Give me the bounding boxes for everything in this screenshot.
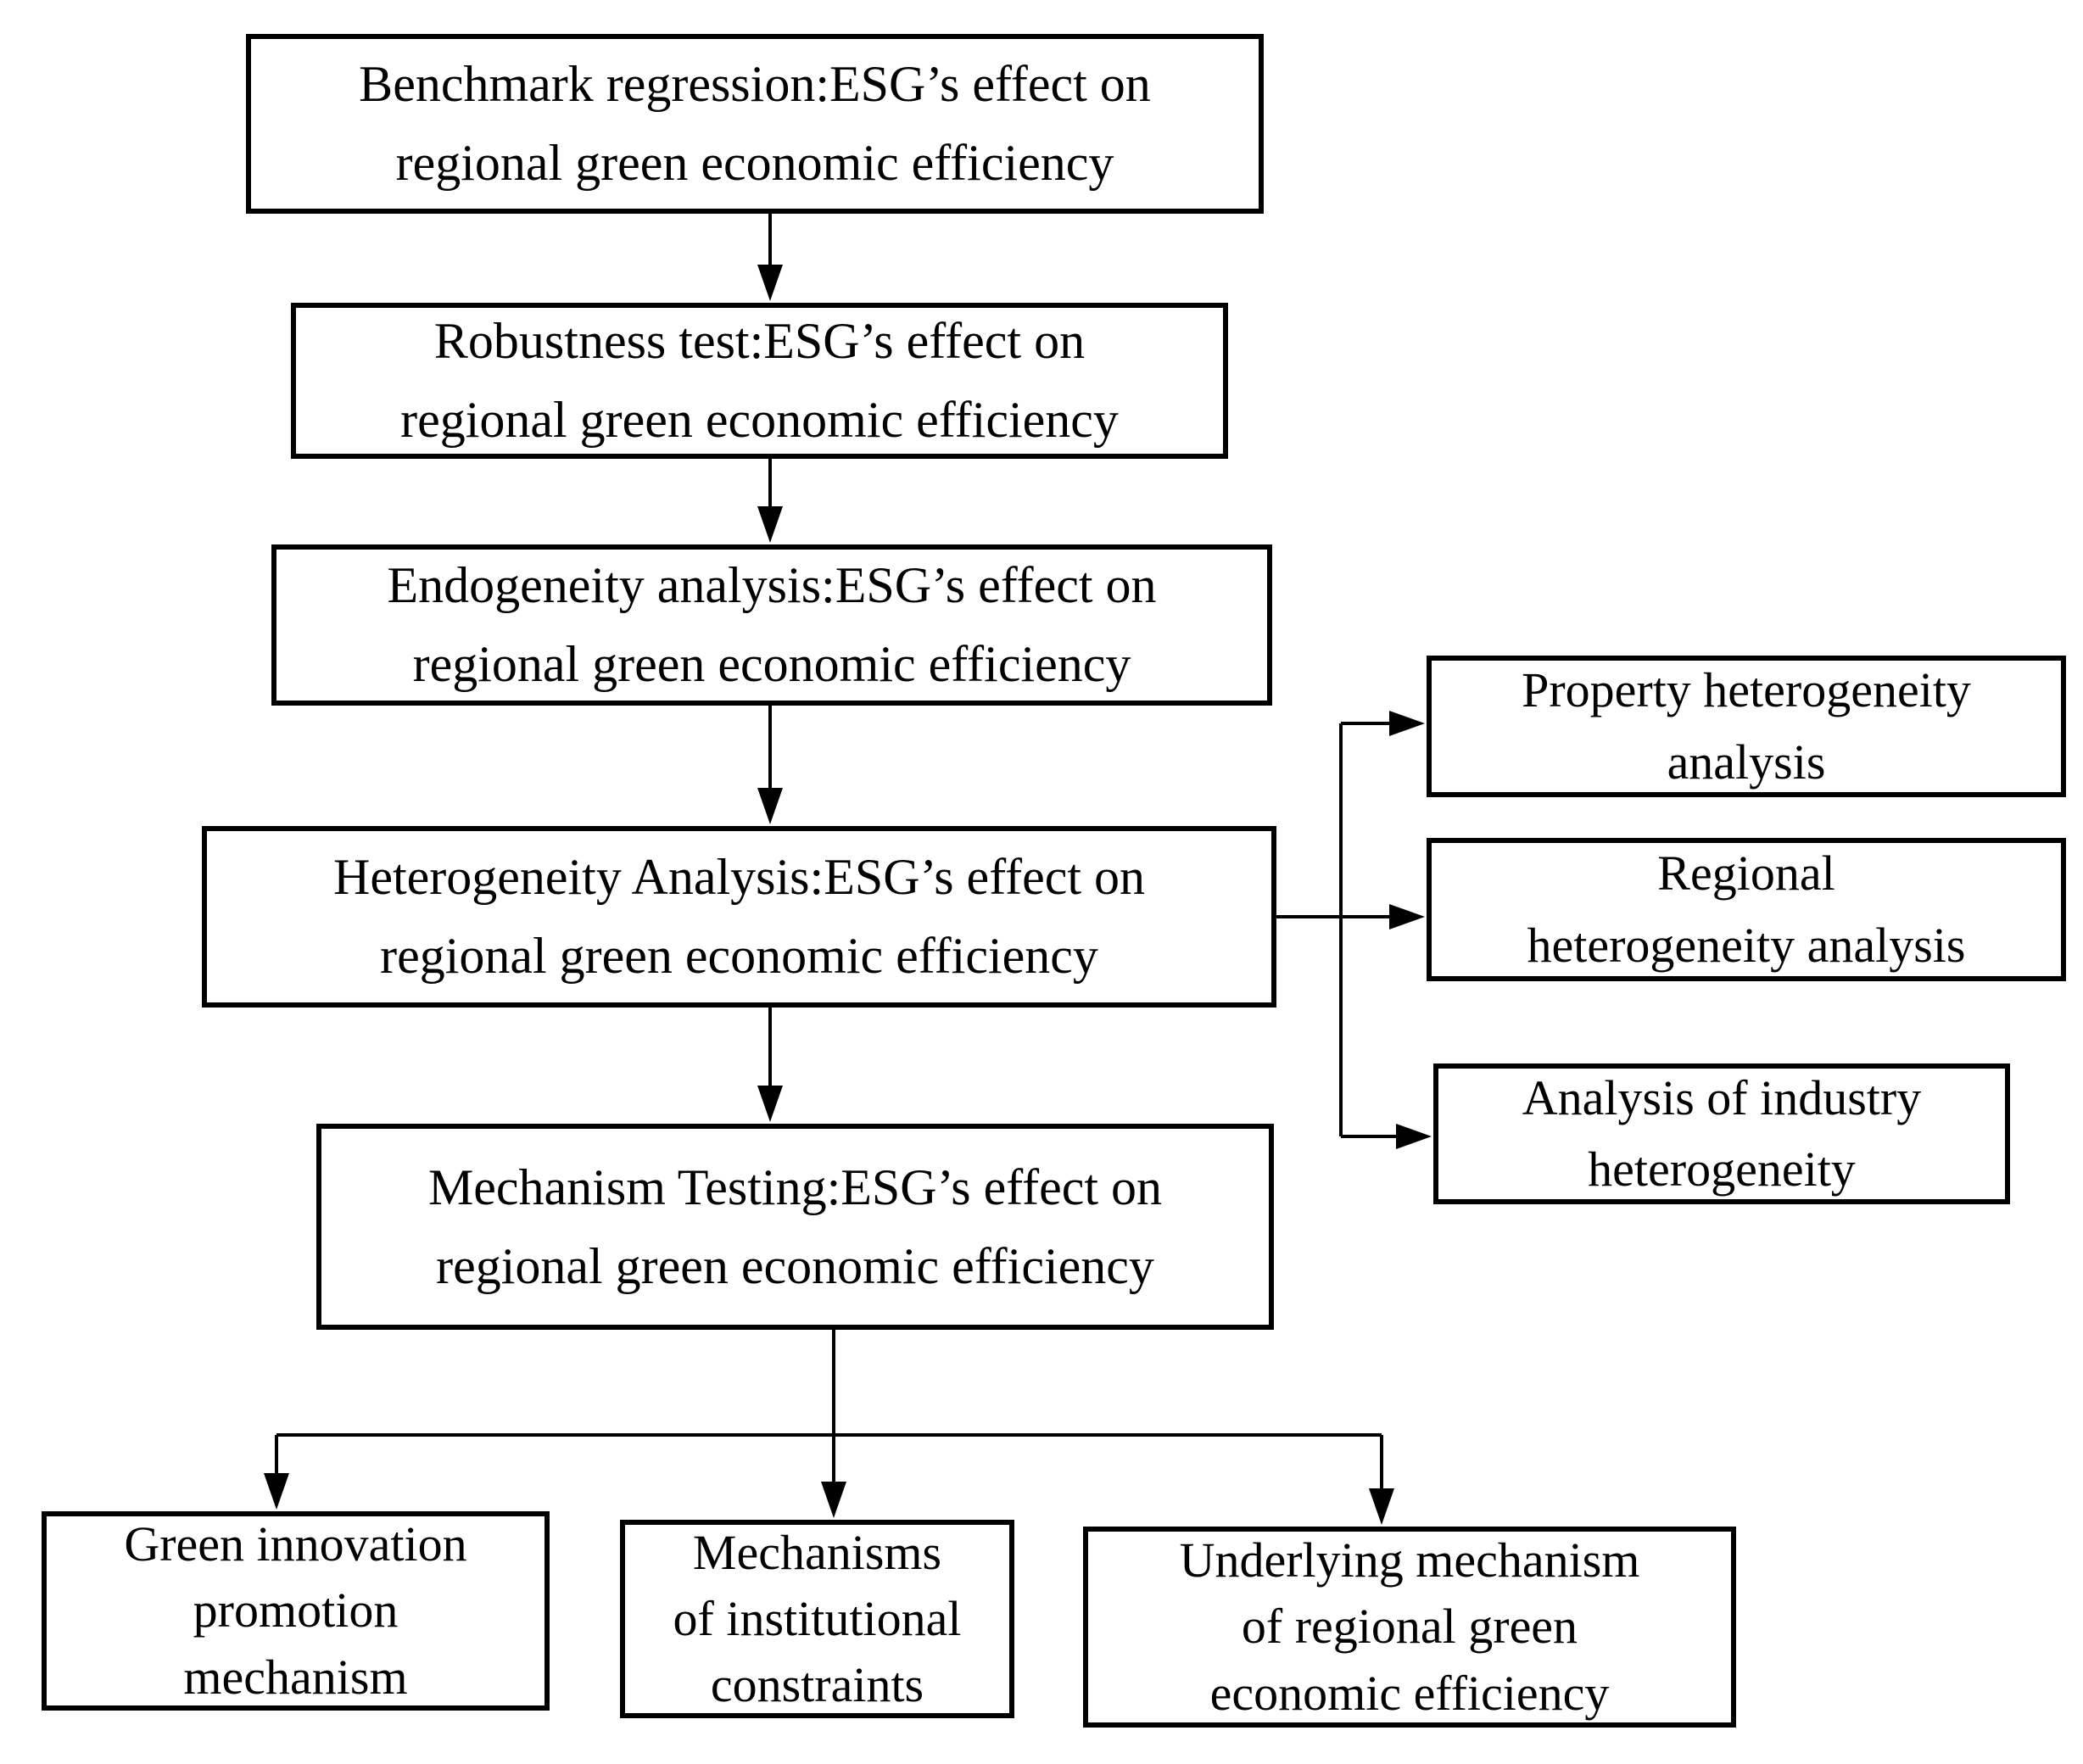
box-institutional-constraints: Mechanisms of institutional constraints <box>620 1520 1014 1718</box>
box-industry-heterogeneity-label: Analysis of industry heterogeneity <box>1522 1069 1922 1197</box>
box-green-innovation-mechanism: Green innovation promotion mechanism <box>42 1511 550 1711</box>
arrow-robustness-to-endogeneity <box>757 457 783 543</box>
arrow-heterogeneity-to-mechanism <box>757 1006 783 1122</box>
box-regional-heterogeneity-label: Regional heterogeneity analysis <box>1527 846 1966 973</box>
arrow-endogeneity-to-heterogeneity <box>757 704 783 824</box>
box-benchmark-regression-label: Benchmark regression:ESG’s effect on reg… <box>359 56 1151 191</box>
arrowhead-to-property <box>1389 711 1425 736</box>
box-endogeneity-analysis-label: Endogeneity analysis:ESG’s effect on reg… <box>387 557 1157 692</box>
arrowhead-to-institutional <box>821 1482 846 1518</box>
box-underlying-mechanism: Underlying mechanism of regional green e… <box>1083 1527 1736 1728</box>
box-industry-heterogeneity: Analysis of industry heterogeneity <box>1433 1063 2010 1204</box>
box-robustness-test-label: Robustness test:ESG’s effect on regional… <box>400 313 1119 448</box>
box-endogeneity-analysis: Endogeneity analysis:ESG’s effect on reg… <box>271 544 1272 706</box>
box-regional-heterogeneity: Regional heterogeneity analysis <box>1427 838 2066 981</box>
box-underlying-mechanism-label: Underlying mechanism of regional green e… <box>1179 1532 1640 1721</box>
heterogeneity-branch-connector <box>1275 711 1432 1149</box>
box-institutional-constraints-label: Mechanisms of institutional constraints <box>673 1524 962 1713</box>
box-heterogeneity-analysis: Heterogeneity Analysis:ESG’s effect on r… <box>202 826 1276 1008</box>
box-heterogeneity-analysis-label: Heterogeneity Analysis:ESG’s effect on r… <box>332 849 1145 984</box>
arrow-benchmark-to-robustness <box>757 212 783 301</box>
box-mechanism-testing: Mechanism Testing:ESG’s effect on region… <box>316 1124 1274 1330</box>
box-robustness-test: Robustness test:ESG’s effect on regional… <box>291 303 1228 459</box>
arrowhead-to-industry <box>1396 1124 1432 1149</box>
box-property-heterogeneity: Property heterogeneity analysis <box>1427 656 2066 797</box>
arrowhead-to-regional <box>1389 904 1425 929</box>
arrowhead-to-green-innovation <box>264 1473 289 1510</box>
mechanism-branch-connector <box>264 1328 1394 1525</box>
box-mechanism-testing-label: Mechanism Testing:ESG’s effect on region… <box>427 1158 1163 1294</box>
box-green-innovation-mechanism-label: Green innovation promotion mechanism <box>124 1516 467 1705</box>
box-benchmark-regression: Benchmark regression:ESG’s effect on reg… <box>246 34 1264 214</box>
box-property-heterogeneity-label: Property heterogeneity analysis <box>1522 662 1971 790</box>
arrowhead-to-underlying <box>1369 1488 1394 1525</box>
